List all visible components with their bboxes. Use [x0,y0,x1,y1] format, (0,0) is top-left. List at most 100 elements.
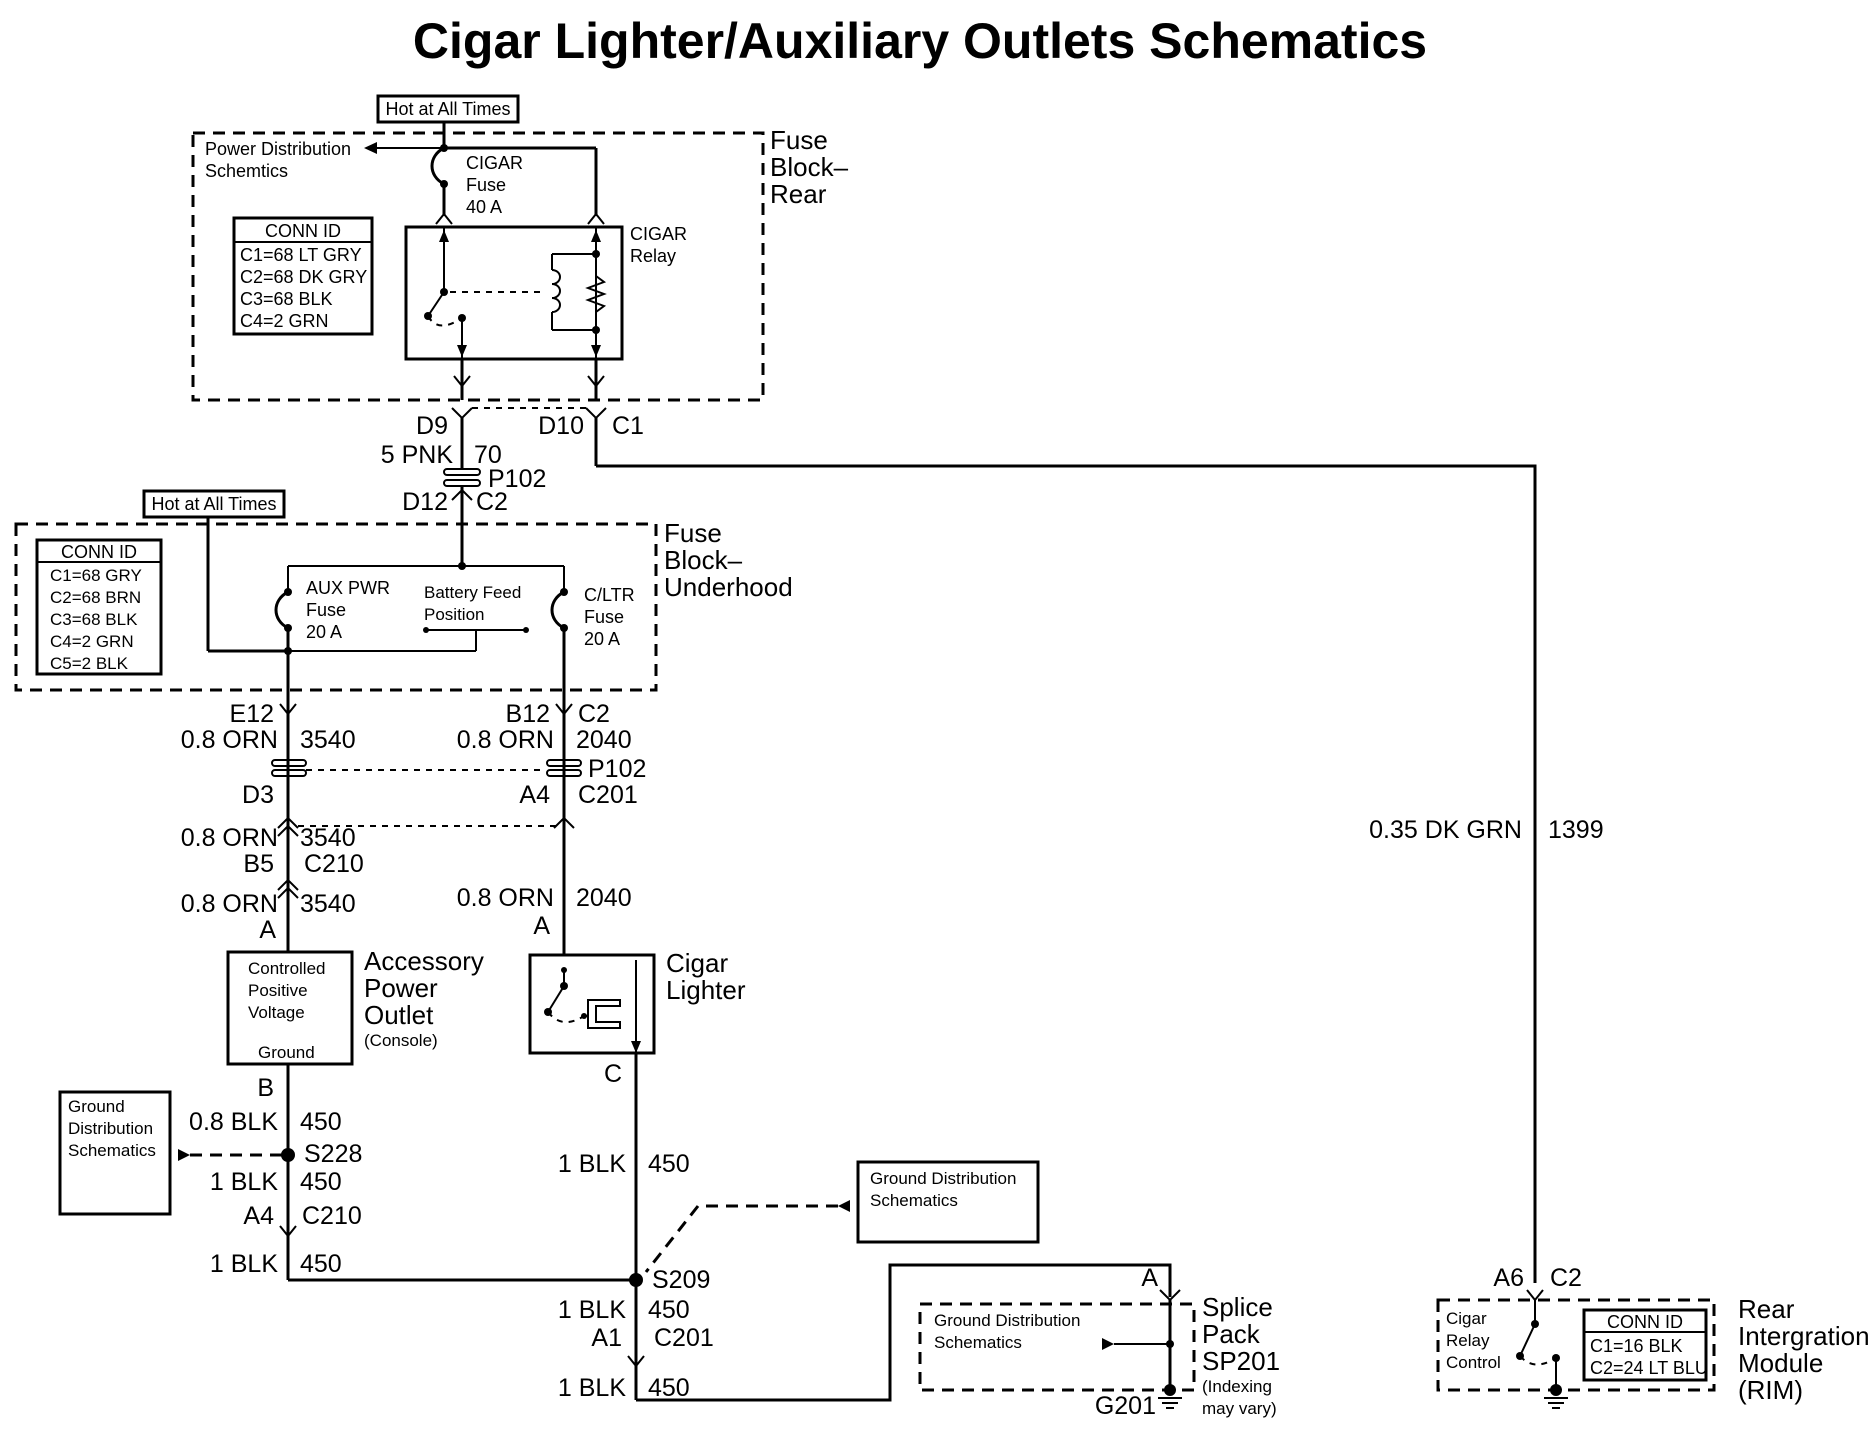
fuse-block-rear-label-2: Block– [770,152,849,182]
right-color-1: 0.8 ORN [457,726,554,754]
rim-label-4: (RIM) [1738,1375,1803,1405]
splice-label-1: Splice [1202,1292,1273,1322]
gc-color-2: 1 BLK [558,1296,626,1324]
gd-left-3: Schematics [68,1141,156,1160]
gl-color-1: 0.8 BLK [189,1108,278,1136]
left-branch: E12 0.8 ORN 3540 D3 0.8 ORN 3540 B5 C210… [181,690,556,952]
gl-num-1: 450 [300,1108,342,1136]
gd-splice-2: Schematics [934,1333,1022,1352]
conn-row: C2=68 DK GRY [240,267,367,287]
aux-fuse-label-2: Fuse [306,600,346,620]
gd-center-1: Ground Distribution [870,1169,1016,1188]
outlet-label-2: Power [364,973,438,1003]
lighter-label-2: Lighter [666,975,746,1005]
term-c-lighter: C [604,1060,622,1088]
gl-num-2: 450 [300,1168,342,1196]
term-b5: B5 [243,850,274,878]
label-p102-right: P102 [588,755,646,783]
conn-row: C2=24 LT BLU [1590,1358,1708,1378]
right-branch: B12 C2 0.8 ORN 2040 P102 A4 C201 0.8 ORN… [457,690,646,960]
rim-control-1: Cigar [1446,1309,1487,1328]
conn-row: C5=2 BLK [50,654,129,673]
cltr-fuse-label-3: 20 A [584,629,620,649]
left-color-3: 0.8 ORN [181,890,278,918]
ground-left: B 0.8 BLK 450 Ground Distribution Schema… [58,1064,636,1282]
left-num-3: 3540 [300,890,356,918]
conn-row: C1=16 BLK [1590,1336,1683,1356]
label-g201: G201 [1095,1392,1156,1420]
lighter-label-1: Cigar [666,948,728,978]
page-title: Cigar Lighter/Auxiliary Outlets Schemati… [413,13,1427,69]
gc-color-3: 1 BLK [558,1374,626,1402]
conn-id-title: CONN ID [61,542,137,562]
gc-num-3: 450 [648,1374,690,1402]
splice-s209 [629,1273,643,1287]
rim-ground-icon [1544,1397,1568,1409]
accessory-power-outlet: Controlled Positive Voltage Ground Acces… [226,946,484,1066]
left-color-1: 0.8 ORN [181,726,278,754]
arrow-right-icon [178,1149,190,1161]
term-a1: A1 [591,1324,622,1352]
ground-center: C 1 BLK 450 Ground Distribution Schemati… [558,1053,1172,1402]
cigar-relay: CIGAR Relay [404,224,687,361]
conn-id-title: CONN ID [265,221,341,241]
cigar-fuse-label-3: 40 A [466,197,502,217]
splice-note-2: may vary) [1202,1399,1277,1418]
gl-num-3: 450 [300,1250,342,1278]
term-d3: D3 [242,781,274,809]
p102-right-connector-icon [546,759,582,767]
term-c2-rim: C2 [1550,1264,1582,1292]
splice-note-1: (Indexing [1202,1377,1272,1396]
left-num-1: 3540 [300,726,356,754]
term-d10: D10 [538,412,584,440]
outlet-inner-1: Controlled [248,959,326,978]
term-c2: C2 [476,488,508,516]
cltr-fuse-label-2: Fuse [584,607,624,627]
hot-label-top: Hot at All Times [385,99,510,119]
gd-splice-1: Ground Distribution [934,1311,1080,1330]
heating-element-icon [584,999,621,1029]
term-c201-ground: C201 [654,1324,714,1352]
term-a-left: A [259,916,276,944]
rim-switch-icon [1519,1323,1536,1357]
rear-integration-module: A6 C2 Cigar Relay Control CONN ID C1=16 … [1436,1264,1870,1409]
left-num-2: 3540 [300,824,356,852]
term-c1: C1 [612,412,644,440]
term-a4-ground: A4 [243,1202,274,1230]
term-e12: E12 [230,700,274,728]
relay-label-1: CIGAR [630,224,687,244]
fuse-block-underhood-label-2: Block– [664,545,743,575]
fuse-block-rear-label-1: Fuse [770,125,828,155]
wire-num-70: 70 [474,441,502,469]
outlet-label-1: Accessory [364,946,484,976]
lighter-switch-icon [547,985,565,1013]
conn-row: C4=2 GRN [240,311,329,331]
cigar-lighter: Cigar Lighter [528,948,746,1055]
aux-fuse-label-1: AUX PWR [306,578,390,598]
relay-coil-icon [551,269,561,313]
outlet-ground: Ground [258,1043,315,1062]
gc-color-1: 1 BLK [558,1150,626,1178]
aux-pwr-fuse-icon [274,590,289,630]
term-c2-right: C2 [578,700,610,728]
label-s209: S209 [652,1266,710,1294]
rim-label-2: Intergration [1738,1321,1870,1351]
right-num-2: 2040 [576,884,632,912]
p102-left-connector-icon [271,759,307,767]
fuse-block-underhood-label-3: Underhood [664,572,793,602]
arrow-left-icon [364,142,377,154]
term-a6: A6 [1493,1264,1524,1292]
gl-color-3: 1 BLK [210,1250,278,1278]
fuse-block-rear: Fuse Block– Rear Power Distribution Sche… [191,122,849,402]
term-a-right: A [533,912,550,940]
term-b: B [257,1074,274,1102]
conn-id-table-rear: CONN ID C1=68 LT GRY C2=68 DK GRY C3=68 … [232,216,374,336]
conn-row: C3=68 BLK [240,289,333,309]
term-c201: C201 [578,781,638,809]
left-color-2: 0.8 ORN [181,824,278,852]
gl-color-2: 1 BLK [210,1168,278,1196]
fuse-block-underhood-label-1: Fuse [664,518,722,548]
term-c210-ground: C210 [302,1202,362,1230]
ground-symbol-icon [1158,1397,1182,1409]
arrow-left-icon-2 [838,1200,850,1212]
